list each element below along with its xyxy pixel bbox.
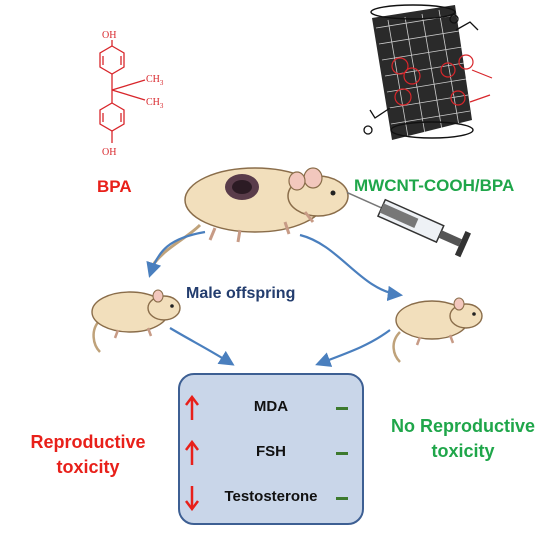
- no-reproductive-toxicity-label: No Reproductive toxicity: [390, 416, 536, 461]
- marker-row-mda: MDA: [180, 393, 362, 423]
- bpa-structure-icon: [99, 40, 146, 143]
- reproductive-toxicity-label: Reproductive toxicity: [30, 432, 146, 477]
- ch3-top-label: CH3: [146, 74, 164, 87]
- down-arrow-icon: [185, 486, 199, 511]
- ch3-bottom-label: CH3: [146, 97, 164, 110]
- up-arrow-icon: [185, 440, 199, 465]
- offspring-rat-left-icon: [91, 289, 181, 353]
- no-change-dash-icon: [336, 407, 348, 410]
- marker-name: FSH: [256, 443, 286, 460]
- male-offspring-label: Male offspring: [186, 285, 296, 302]
- nanotube-icon: [363, 4, 493, 140]
- marker-name: MDA: [253, 398, 289, 415]
- up-arrow-icon: [185, 395, 199, 420]
- marker-name: Testosterone: [224, 488, 318, 505]
- no-change-dash-icon: [336, 452, 348, 455]
- no-change-dash-icon: [336, 497, 348, 500]
- adult-rat-icon: [148, 167, 349, 271]
- offspring-rat-right-icon: [392, 297, 483, 363]
- marker-row-fsh: FSH: [180, 438, 362, 468]
- syringe-icon: [346, 191, 471, 258]
- marker-row-testosterone: Testosterone: [180, 483, 362, 513]
- flow-arrows: [146, 230, 404, 367]
- bpa-label: BPA: [97, 177, 132, 196]
- oh-top-label: OH: [102, 30, 116, 41]
- mwcnt-label: MWCNT-COOH/BPA: [354, 176, 515, 195]
- oh-bottom-label: OH: [102, 147, 116, 158]
- markers-box: MDA FSH Testosterone: [178, 373, 364, 525]
